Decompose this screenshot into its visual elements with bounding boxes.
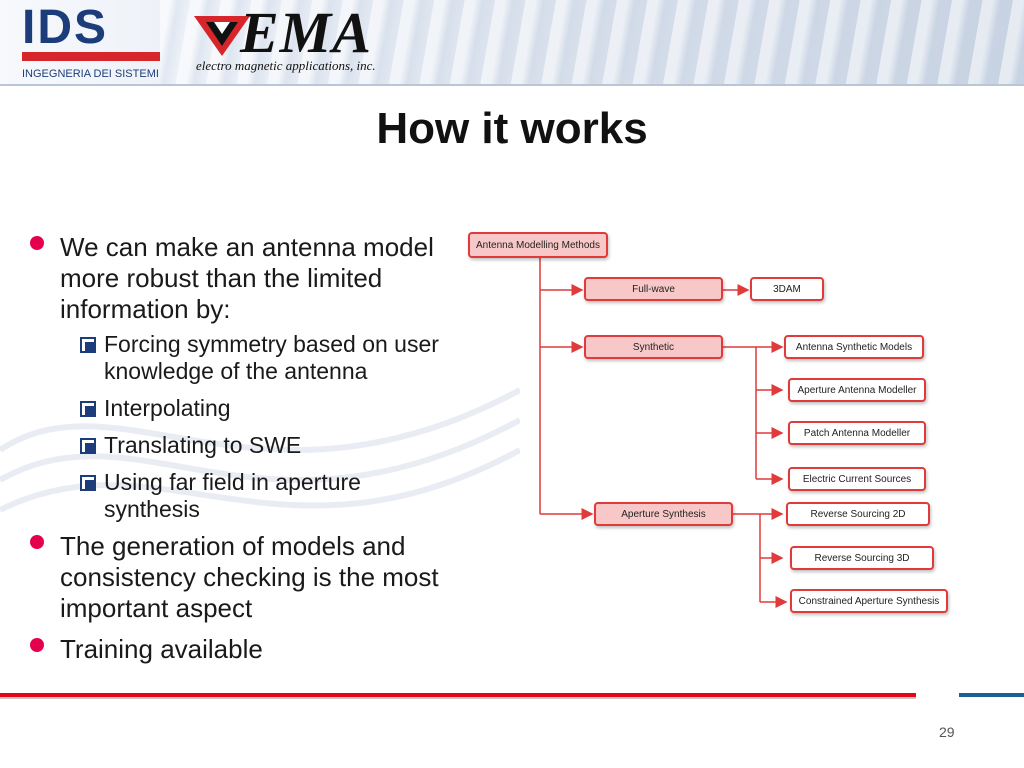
- footer-red-line: [0, 693, 916, 697]
- node-antenna-modelling-methods: Antenna Modelling Methods: [468, 232, 608, 258]
- sub-bullet-text: Interpolating: [104, 395, 231, 421]
- bullet-text: We can make an antenna model more robust…: [60, 232, 434, 324]
- sub-bullet-item: Translating to SWE: [30, 432, 460, 459]
- sub-bullet-text: Using far field in aperture synthesis: [104, 469, 361, 522]
- bullet-dot-icon: [30, 236, 44, 250]
- ema-logo: EMA electro magnetic applications, inc.: [192, 0, 422, 76]
- page-number: 29: [939, 724, 955, 740]
- node-3dam: 3DAM: [750, 277, 824, 301]
- footer-blue-line: [959, 693, 1024, 697]
- header-stripes: [160, 0, 1024, 86]
- node-full-wave: Full-wave: [584, 277, 723, 301]
- bullet-text: The generation of models and consistency…: [60, 531, 439, 623]
- node-antenna-synthetic-models: Antenna Synthetic Models: [784, 335, 924, 359]
- ema-logo-subtitle: electro magnetic applications, inc.: [196, 58, 376, 73]
- bullet-item: The generation of models and consistency…: [30, 531, 460, 624]
- ids-logo-text: IDS: [22, 1, 109, 54]
- node-patch-antenna-modeller: Patch Antenna Modeller: [788, 421, 926, 445]
- bullet-item: Training available: [30, 634, 460, 665]
- bullet-text: Training available: [60, 634, 263, 664]
- sub-bullet-text: Translating to SWE: [104, 432, 302, 458]
- node-reverse-sourcing-3d: Reverse Sourcing 3D: [790, 546, 934, 570]
- background-wave: [0, 387, 520, 513]
- sub-bullet-item: Interpolating: [30, 395, 460, 422]
- node-aperture-antenna-modeller: Aperture Antenna Modeller: [788, 378, 926, 402]
- bullet-item: We can make an antenna model more robust…: [30, 232, 460, 325]
- node-reverse-sourcing-2d: Reverse Sourcing 2D: [786, 502, 930, 526]
- square-bullet-icon: [80, 475, 96, 491]
- square-bullet-icon: [80, 438, 96, 454]
- node-synthetic: Synthetic: [584, 335, 723, 359]
- slide-title: How it works: [376, 104, 648, 153]
- square-bullet-icon: [80, 401, 96, 417]
- bullet-dot-icon: [30, 638, 44, 652]
- node-electric-current-sources: Electric Current Sources: [788, 467, 926, 491]
- ema-logo-text: EMA: [240, 0, 372, 65]
- header-divider: [0, 84, 1024, 86]
- node-constrained-aperture-synthesis: Constrained Aperture Synthesis: [790, 589, 948, 613]
- sub-bullet-item: Forcing symmetry based on user knowledge…: [30, 331, 460, 385]
- ids-logo: IDS INGEGNERIA DEI SISTEMI: [22, 4, 172, 82]
- sub-bullet-text: Forcing symmetry based on user knowledge…: [104, 331, 439, 384]
- bullet-list: We can make an antenna model more robust…: [30, 232, 460, 665]
- diagram-connectors: [539, 258, 788, 608]
- ids-logo-subtitle: INGEGNERIA DEI SISTEMI: [22, 68, 159, 80]
- bullet-dot-icon: [30, 535, 44, 549]
- node-aperture-synthesis: Aperture Synthesis: [594, 502, 733, 526]
- ema-triangle-icon: [194, 16, 250, 56]
- header-banner: IDS INGEGNERIA DEI SISTEMI EMA electro m…: [0, 0, 1024, 86]
- ids-logo-bar: [22, 52, 160, 61]
- footer-line-shadow: [0, 697, 916, 699]
- modelling-methods-diagram: Antenna Modelling Methods Full-wave 3DAM…: [460, 222, 960, 622]
- sub-bullet-item: Using far field in aperture synthesis: [30, 469, 460, 523]
- square-bullet-icon: [80, 337, 96, 353]
